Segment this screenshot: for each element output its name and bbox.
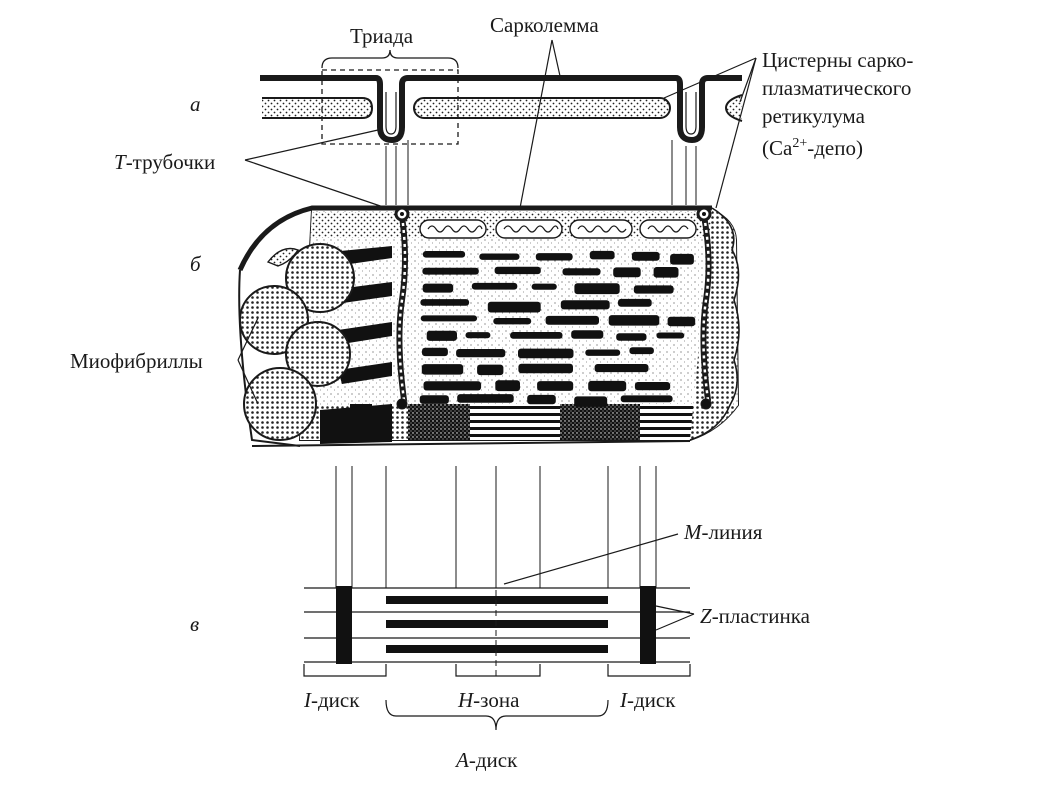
label-m-line-letter: М (684, 520, 702, 544)
myofibril-segment (422, 267, 479, 275)
myofibril-segment (670, 253, 694, 265)
label-sarcolemma: Сарколемма (490, 13, 599, 37)
myofibril-segment (560, 300, 610, 310)
myofibril-segment (479, 253, 520, 260)
label-i-disk-right-rest: -диск (627, 688, 676, 712)
label-a-disk-letter: А (456, 748, 469, 772)
panel-a-drawing (244, 39, 757, 213)
label-a-disk: А-диск (456, 748, 517, 772)
myofibril-segment (487, 301, 541, 313)
myofibril-segment (629, 347, 654, 355)
label-i-disk-right: I-диск (620, 688, 675, 712)
myofibril-segment (589, 250, 615, 260)
myofibril-segment (510, 332, 563, 339)
myofibril-segment (594, 364, 649, 373)
panel-label-a: а (190, 92, 201, 116)
myofibril-segment (422, 283, 454, 293)
myofibril-segment (545, 315, 599, 325)
label-i-disk-left: I-диск (304, 688, 359, 712)
myofibril-segment (574, 396, 608, 407)
panel-v-drawing (303, 466, 695, 731)
myofibril-segment (653, 267, 679, 278)
myofibril-segment (419, 395, 449, 404)
label-h-zone: Н-зона (458, 688, 519, 712)
myofibril-segment (667, 316, 696, 327)
label-h-zone-letter: Н (458, 688, 474, 712)
myofibril-segment (571, 330, 604, 339)
myofibril-segment (537, 381, 574, 391)
label-cisterns-line2: плазматического (762, 76, 912, 100)
myofibril-segment (494, 266, 541, 275)
label-cisterns-sup: 2+ (792, 136, 808, 151)
myofibril-segment (471, 282, 518, 290)
panel-b-drawing (237, 205, 740, 447)
myofibril-segment (634, 382, 671, 391)
panel-label-v: в (190, 612, 200, 636)
myofibril-segment (421, 364, 464, 375)
label-a-disk-rest: -диск (468, 748, 518, 772)
myofibril-segment (477, 364, 504, 376)
myofibril-segment (588, 380, 627, 392)
myofibril-segment (518, 363, 573, 374)
label-cisterns-line4: (Ca2+-депо) (762, 130, 913, 162)
myofibril-segment (422, 251, 466, 258)
label-t-tubules: Т-трубочки (114, 150, 215, 174)
myofibril-segment (527, 394, 556, 405)
myofibril-segment (616, 333, 647, 341)
label-h-zone-rest: -зона (473, 688, 520, 712)
myofibril-segment (656, 332, 685, 339)
label-cisterns-ca: (Ca (762, 136, 793, 160)
myofibril-segment (608, 315, 660, 326)
myofibril-segment (631, 251, 660, 261)
myofibril-segment (633, 285, 674, 294)
myofibril-segment (420, 315, 478, 322)
label-t-tubules-rest: -трубочки (125, 150, 216, 174)
myofibril-segment (562, 268, 601, 276)
myofibril-segment (456, 349, 506, 358)
label-z-plate: Z-пластинка (700, 604, 810, 628)
myofibril-segment (613, 267, 641, 278)
myofibril-segment (420, 299, 470, 306)
myofibril-segment (585, 349, 621, 356)
myofibril-segment (457, 394, 514, 403)
label-triad: Триада (350, 24, 414, 48)
label-z-plate-rest: -пластинка (711, 604, 810, 628)
myofibril-segment (422, 347, 448, 357)
myofibril-segment (518, 348, 574, 359)
myofibril-segment (531, 283, 557, 290)
label-cisterns-line3: ретикулума (762, 104, 865, 128)
label-cisterns: Цистерны сарко- плазматического ретикулу… (762, 46, 913, 162)
label-i-disk-left-letter: I (304, 688, 311, 712)
label-cisterns-line1: Цистерны сарко- (762, 48, 914, 72)
myofibril-segment (493, 318, 532, 325)
label-i-disk-right-letter: I (620, 688, 627, 712)
label-z-plate-letter: Z (700, 604, 712, 628)
label-m-line: М-линия (684, 520, 762, 544)
myofibril-segment (535, 253, 573, 261)
myofibril-segment (618, 298, 652, 307)
myofibril-segment (465, 332, 491, 339)
panel-label-b: б (190, 252, 201, 276)
label-cisterns-depot: -депо) (807, 136, 863, 160)
myofibril-segment (574, 283, 620, 295)
myofibril-segment (620, 395, 673, 403)
label-t-tubules-letter: Т (114, 150, 126, 174)
myofibril-segment (423, 381, 482, 391)
myofibril-segment (495, 380, 520, 392)
label-m-line-rest: -линия (701, 520, 763, 544)
label-myofibrils: Миофибриллы (70, 349, 203, 373)
myofibril-segment (426, 330, 457, 341)
label-i-disk-left-rest: -диск (311, 688, 360, 712)
